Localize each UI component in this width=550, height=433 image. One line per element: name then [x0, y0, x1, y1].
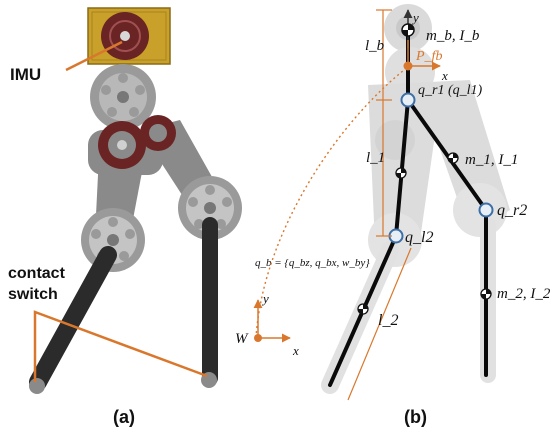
- length-2-label: l_2: [378, 312, 398, 329]
- pfb-x-label: x: [441, 68, 448, 83]
- body-mass-inertia-label: m_b, I_b: [426, 28, 480, 44]
- thigh-link-right: [406, 98, 488, 212]
- state-vector-label: q_b = {q_bz, q_bx, w_by}: [255, 257, 370, 269]
- contact-switch-label-line1: contact: [8, 265, 66, 282]
- left-shank: [29, 246, 117, 391]
- dimension-lines: [347, 9, 412, 401]
- left-foot: [29, 378, 45, 394]
- state-vector-dotted-pointer: [255, 69, 405, 339]
- joint-r1-label: q_r1 (q_l1): [418, 83, 483, 98]
- link-com-markers: [357, 152, 492, 315]
- pfb-point: [403, 61, 413, 71]
- knee-joint-right: [478, 202, 494, 218]
- imu-label: IMU: [10, 65, 41, 84]
- imu-pointer: [65, 40, 123, 72]
- mass-1-label: m_1, I_1: [465, 152, 518, 168]
- length-1-label: l_1: [366, 150, 385, 166]
- world-frame: W x y: [235, 291, 299, 358]
- world-x-label: x: [292, 343, 299, 358]
- panel-a-robot-render: [29, 7, 242, 394]
- panel-a-caption: (a): [113, 407, 135, 427]
- pfb-label: P_fb: [415, 49, 442, 64]
- contact-switch-pointer: [33, 310, 208, 382]
- panel-b-caption: (b): [404, 407, 427, 427]
- contact-switch-label-line2: switch: [8, 286, 58, 303]
- joint-l2-label: q_l2: [405, 229, 433, 246]
- mass-2-label: m_2, I_2: [497, 286, 550, 302]
- joint-r2-label: q_r2: [497, 202, 527, 219]
- world-y-label: y: [261, 291, 269, 306]
- length-body-label: l_b: [365, 38, 385, 54]
- world-frame-label: W: [235, 331, 249, 347]
- hip-joint: [400, 92, 416, 108]
- body-y-axis-label: y: [411, 10, 419, 25]
